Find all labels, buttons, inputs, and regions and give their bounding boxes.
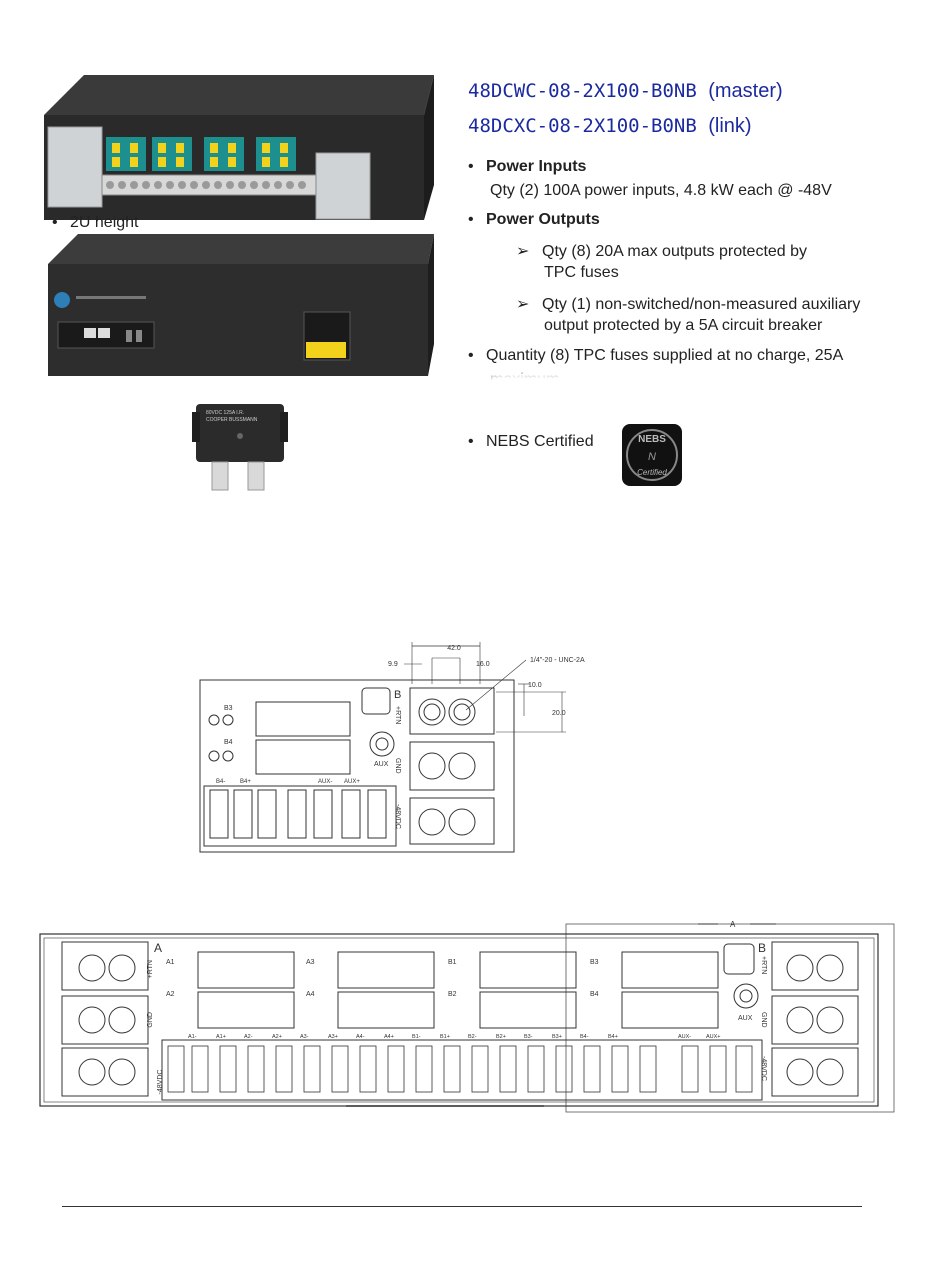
- terminal-label: B2+: [496, 1034, 506, 1040]
- nebs-logo-bottom: Certified: [637, 468, 667, 477]
- terminal-label: B1-: [412, 1034, 421, 1040]
- fuses-line-1: Quantity (8) TPC fuses supplied at no ch…: [486, 347, 844, 364]
- output-1-line-1: Qty (8) 20A max outputs protected by: [542, 243, 808, 260]
- nebs-item: •NEBS Certified: [468, 433, 594, 450]
- nebs-text: NEBS Certified: [486, 433, 594, 450]
- dim-9-9: 9.9: [388, 661, 398, 668]
- full-label-a-rtn: +RTN: [147, 960, 154, 978]
- label-b: B: [394, 689, 401, 701]
- terminal-label: A1-: [188, 1034, 197, 1040]
- dim-20: 20.0: [552, 710, 566, 717]
- tpc-fuse-photo: 80VDC 125A I.R. COOPER BUSSMANN: [192, 398, 288, 494]
- dim-42: 42.0: [447, 645, 461, 652]
- power-inputs-item: •Power Inputs: [468, 158, 587, 175]
- breaker-a2: A2: [166, 991, 175, 998]
- terminal-label: B2-: [468, 1034, 477, 1040]
- terminal-label: B1+: [440, 1034, 450, 1040]
- power-inputs-text: Qty (2) 100A power inputs, 4.8 kW each @…: [490, 182, 832, 199]
- full-rear-drawing: A: [38, 916, 900, 1116]
- terminal-label: B4+: [608, 1034, 618, 1040]
- full-label-b: B: [758, 941, 766, 955]
- output-2-line-1: Qty (1) non-switched/non-measured auxili…: [542, 296, 861, 313]
- pdu-front-photo: [44, 75, 434, 225]
- breaker-b1: B1: [448, 959, 457, 966]
- breaker-a3: A3: [306, 959, 315, 966]
- caption-text: 2U height: [70, 214, 139, 231]
- link-suffix: (link): [708, 115, 752, 137]
- redaction-smudge: [480, 378, 900, 418]
- label-b3: B3: [224, 705, 233, 712]
- full-label-b-rtn: +RTN: [760, 956, 767, 974]
- label-aux-plus: AUX+: [344, 779, 360, 785]
- power-inputs-title: Power Inputs: [486, 158, 587, 175]
- label-48vdc: -48VDC: [394, 804, 401, 829]
- terminal-label: A2+: [272, 1034, 282, 1040]
- full-label-a: A: [154, 941, 162, 955]
- breaker-b2: B2: [448, 991, 457, 998]
- terminal-label: B3+: [552, 1034, 562, 1040]
- breaker-a1: A1: [166, 959, 175, 966]
- dim-16: 16.0: [476, 661, 490, 668]
- breaker-b3: B3: [590, 959, 599, 966]
- link-title: 48DCXC-08-2X100-B0NB (link): [468, 115, 752, 138]
- terminal-label: A1+: [216, 1034, 226, 1040]
- dim-10: 10.0: [528, 682, 542, 689]
- output-item-1: ➢ Qty (8) 20A max outputs protected by: [516, 241, 807, 261]
- detail-drawing: 42.0 9.9 16.0 1/4"-20 - UNC-2A 10.0 20.0: [196, 640, 596, 856]
- svg-text:N: N: [648, 451, 656, 463]
- link-code: 48DCXC-08-2X100-B0NB: [468, 115, 697, 137]
- label-b4: B4: [224, 739, 233, 746]
- label-rtn: +RTN: [394, 706, 401, 724]
- full-label-a-gnd: GND: [147, 1012, 154, 1028]
- label-b4-minus: B4-: [216, 779, 225, 785]
- output-2-line-2: output protected by a 5A circuit breaker: [544, 317, 823, 334]
- power-outputs-item: •Power Outputs: [468, 211, 600, 228]
- master-suffix: (master): [708, 80, 783, 102]
- terminal-label: A4+: [384, 1034, 394, 1040]
- full-label-b-gnd: GND: [760, 1012, 767, 1028]
- nebs-certified-logo: NEBS N Certified: [622, 424, 682, 486]
- label-b4-plus: B4+: [240, 779, 251, 785]
- full-label-aux: AUX: [738, 1015, 753, 1022]
- terminal-label: AUX+: [706, 1034, 721, 1040]
- fuses-item: •Quantity (8) TPC fuses supplied at no c…: [468, 347, 844, 364]
- fuse-label-line-2: COOPER BUSSMANN: [206, 417, 258, 423]
- breaker-b4: B4: [590, 991, 599, 998]
- output-item-2: ➢ Qty (1) non-switched/non-measured auxil…: [516, 294, 860, 314]
- arrow-icon: ➢: [516, 243, 530, 260]
- label-gnd: GND: [394, 758, 401, 774]
- output-1-line-2: TPC fuses: [544, 264, 619, 281]
- terminal-label: B3-: [524, 1034, 533, 1040]
- breaker-a4: A4: [306, 991, 315, 998]
- fuse-label-line-1: 80VDC 125A I.R.: [206, 410, 245, 416]
- master-title: 48DCWC-08-2X100-B0NB (master): [468, 80, 783, 103]
- master-code: 48DCWC-08-2X100-B0NB: [468, 80, 697, 102]
- full-label-a-48vdc: -48VDC: [157, 1070, 164, 1095]
- terminal-label: A2-: [244, 1034, 253, 1040]
- full-label-b-48vdc: -48VDC: [760, 1056, 767, 1081]
- section-a-label: A: [730, 920, 736, 929]
- power-outputs-title: Power Outputs: [486, 211, 600, 228]
- terminal-label: A3-: [300, 1034, 309, 1040]
- terminal-label: A4-: [356, 1034, 365, 1040]
- label-aux-minus: AUX-: [318, 779, 332, 785]
- pdu-rear-photo: [48, 234, 434, 380]
- photo-caption: •2U height: [52, 214, 139, 231]
- thread-callout: 1/4"-20 - UNC-2A: [530, 657, 585, 664]
- terminal-label: AUX-: [678, 1034, 691, 1040]
- arrow-icon: ➢: [516, 296, 530, 313]
- terminal-label: B4-: [580, 1034, 589, 1040]
- footer-rule: [62, 1206, 862, 1207]
- label-aux: AUX: [374, 761, 389, 768]
- nebs-logo-top: NEBS: [638, 434, 666, 445]
- terminal-label: A3+: [328, 1034, 338, 1040]
